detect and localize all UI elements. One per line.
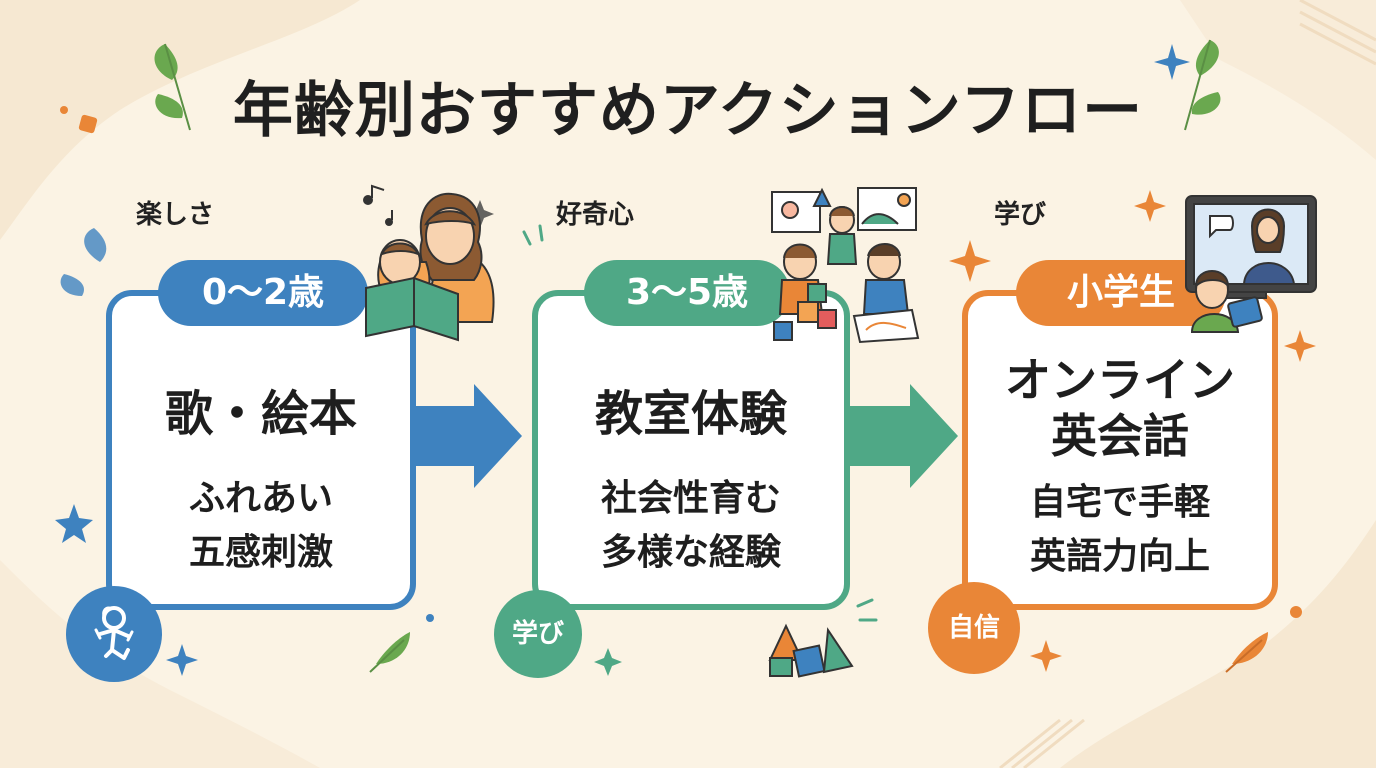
stage-1-card: 歌・絵本 ふれあい 五感刺激 [106,290,416,610]
arrow-right-icon [848,384,958,488]
arrow-right-icon [412,384,522,488]
stage-2-card: 教室体験 社会性育む 多様な経験 [532,290,850,610]
stage-1-label: 楽しさ [136,200,215,230]
leaf-icon [60,228,107,296]
stage-3-card: オンライン 英会話 自宅で手軽 英語力向上 [962,290,1278,610]
stage-3-age-pill: 小学生 [1016,260,1226,326]
stage-3-heading: オンライン [1005,353,1235,407]
stage-1-body-line: 五感刺激 [188,532,333,573]
leaf-icon [369,632,410,673]
stage-3-heading: 英会話 [1051,409,1189,463]
stage-2-heading: 教室体験 [594,386,787,442]
stage-1-age-pill: 0〜2歳 [158,260,368,326]
stage-3-body-line: 英語力向上 [1029,536,1210,577]
leaf-icon [1184,39,1221,131]
child-online-english-lesson-icon [1185,195,1317,333]
parent-reading-picture-book-icon [363,184,495,342]
leaf-icon [154,43,191,131]
stage-2-body-line: 社会性育む [600,478,781,519]
stage-3-label: 学び [994,200,1047,230]
page-title: 年齢別おすすめアクションフロー [232,76,1144,146]
stage-1-heading: 歌・絵本 [164,386,357,442]
stage-3-body-line: 自宅で手軽 [1029,482,1210,523]
stage-2-badge: 学び [494,590,582,678]
leaf-icon [1225,632,1268,673]
stage-3-badge: 自信 [928,582,1020,674]
stage-1-body-line: ふれあい [188,478,333,519]
children-playing-in-classroom-icon [771,187,920,344]
stage-2-age-pill: 3〜5歳 [584,260,790,326]
building-blocks-icon [768,623,854,678]
stage-2-body-line: 多様な経験 [600,532,781,573]
stage-2-label: 好奇心 [556,200,635,230]
baby-icon [66,586,162,682]
